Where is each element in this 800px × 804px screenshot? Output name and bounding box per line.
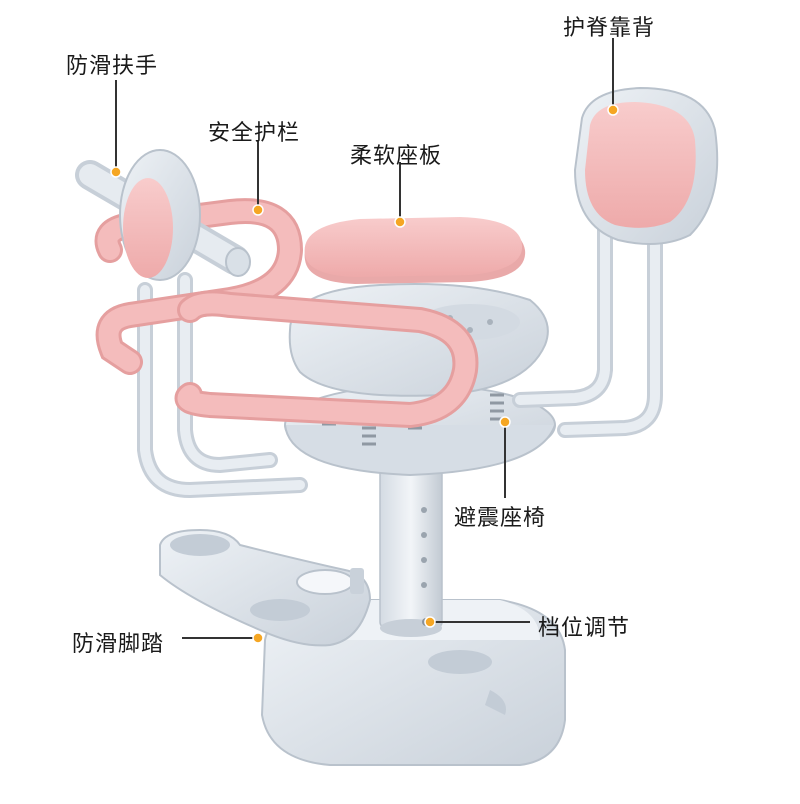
dot-soft-seat-board [394, 216, 406, 228]
dot-anti-slip-pedal [252, 632, 264, 644]
label-safety-guardrail: 安全护栏 [208, 121, 301, 146]
dot-shock-absorbing-seat [499, 416, 511, 428]
label-gear-adjustment: 档位调节 [538, 616, 631, 641]
foot-pedal [159, 528, 372, 647]
base-grip-pad [428, 650, 492, 674]
label-anti-slip-pedal: 防滑脚踏 [72, 632, 165, 657]
dot-back-protection [607, 104, 619, 116]
label-shock-absorbing-seat: 避震座椅 [454, 506, 547, 531]
dot-gear-adjustment [424, 616, 436, 628]
anti-slip-handle [75, 149, 251, 281]
label-soft-seat-board: 柔软座板 [350, 144, 443, 169]
callout-dots [110, 104, 619, 644]
dot-anti-slip-handle [110, 166, 122, 178]
callouts [115, 38, 614, 639]
lower-rails [137, 272, 308, 499]
label-anti-slip-handle: 防滑扶手 [66, 54, 159, 79]
dot-safety-guardrail [252, 204, 264, 216]
height-column [379, 467, 443, 637]
back-rest [512, 86, 719, 438]
soft-seat-board [304, 217, 526, 284]
label-back-protection: 护脊靠背 [563, 16, 656, 41]
